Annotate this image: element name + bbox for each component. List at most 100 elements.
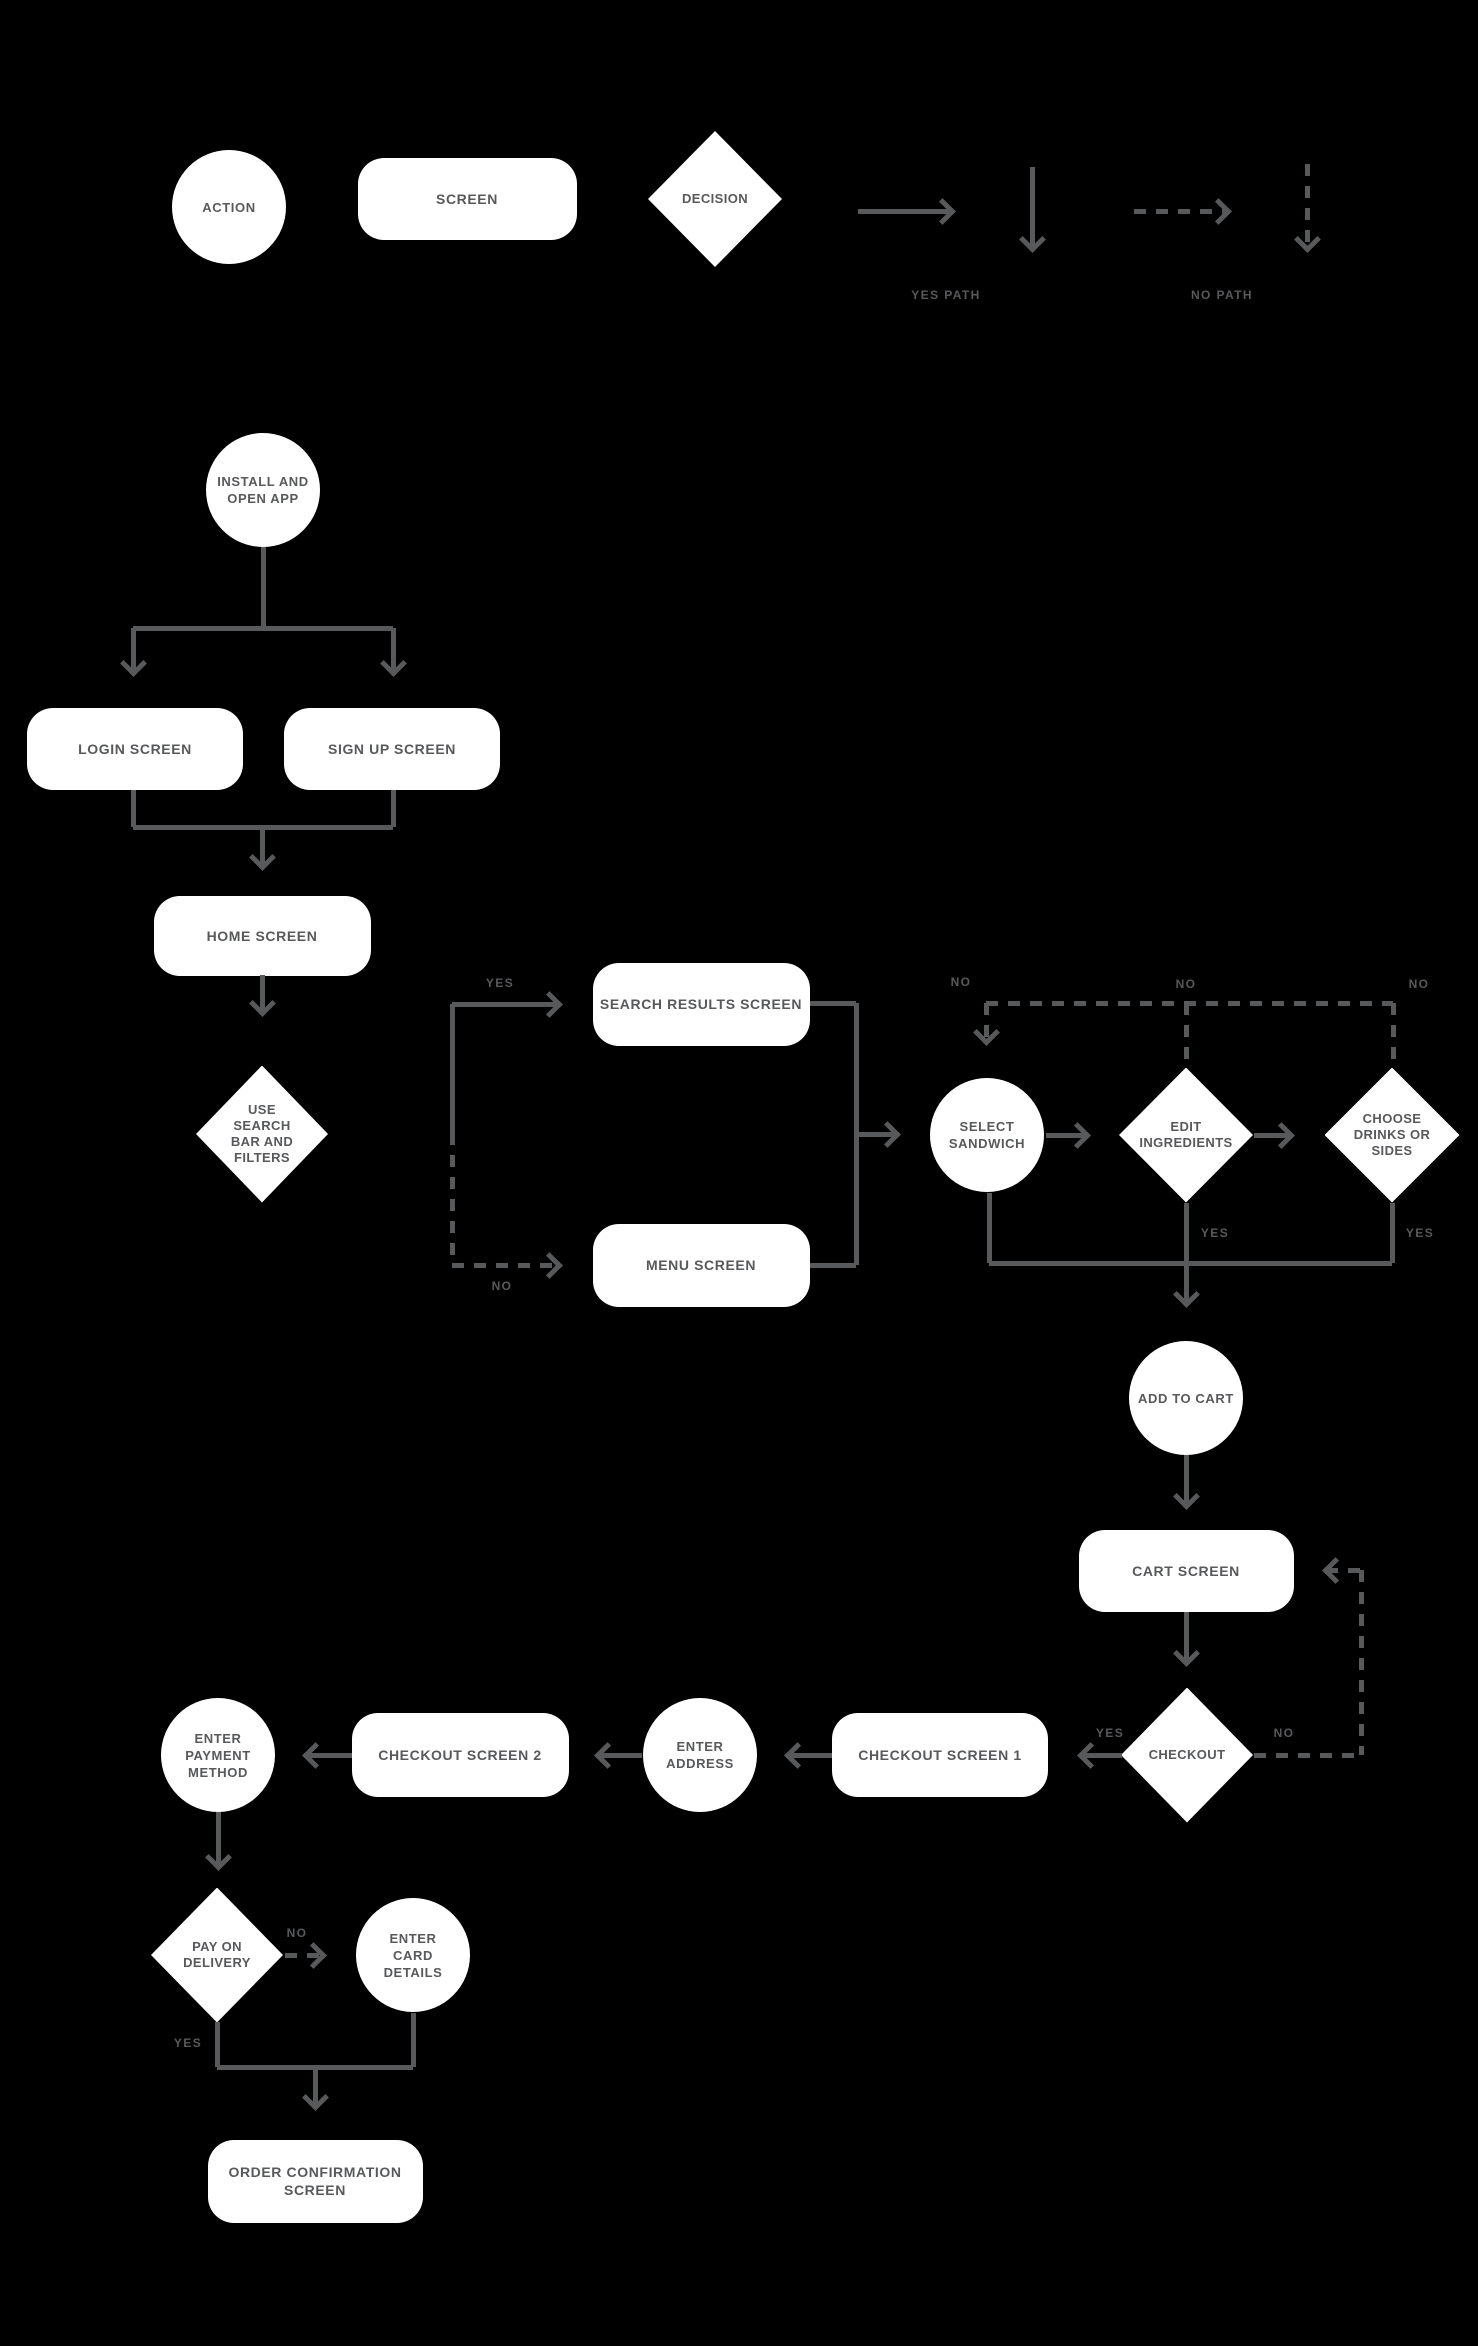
arrowhead-icon (379, 649, 407, 677)
arrowhead-icon (301, 2083, 329, 2111)
arrowhead-icon (535, 990, 563, 1018)
arrowhead-icon (1063, 1121, 1091, 1149)
solid-connector (1046, 1132, 1086, 1138)
arrowhead-icon (248, 989, 276, 1017)
no-label-select: NO (950, 975, 972, 989)
node-enter-address: ENTER ADDRESS (643, 1698, 757, 1812)
legend-decision-shape: DECISION (648, 131, 782, 267)
arrowhead-icon (535, 1251, 563, 1279)
node-select-sandwich: SELECT SANDWICH (930, 1078, 1044, 1192)
node-cart-screen: CART SCREEN (1078, 1530, 1294, 1612)
solid-connector (410, 2013, 416, 2067)
solid-connector (1389, 1203, 1395, 1263)
yes-label-pay: YES (173, 2036, 203, 2050)
solid-connector (858, 208, 950, 214)
solid-connector (986, 1193, 992, 1263)
node-add-to-cart: ADD TO CART (1129, 1341, 1243, 1455)
yes-label-choose: YES (1405, 1226, 1435, 1240)
no-label-edit: NO (1175, 977, 1197, 991)
no-label-pay: NO (286, 1926, 308, 1940)
node-pay-on-delivery: PAY ON DELIVERY (151, 1887, 283, 2023)
solid-connector (1183, 1203, 1189, 1303)
solid-connector (856, 1131, 896, 1137)
arrowhead-icon (1172, 1639, 1200, 1667)
dashed-connector (983, 1003, 989, 1041)
arrowhead-icon (1018, 225, 1046, 253)
no-label-search: NO (491, 1279, 513, 1293)
node-menu-screen: MENU SCREEN (592, 1223, 810, 1307)
dashed-connector (986, 1000, 1393, 1006)
dashed-connector (1134, 208, 1228, 214)
arrowhead-icon (1293, 225, 1321, 253)
dashed-connector (1358, 1570, 1364, 1755)
arrowhead-icon (1172, 1482, 1200, 1510)
node-signup-screen: SIGN UP SCREEN (284, 708, 500, 790)
solid-connector (810, 1000, 856, 1006)
node-enter-payment: ENTER PAYMENT METHOD (161, 1698, 275, 1812)
arrowhead-icon (873, 1120, 901, 1148)
solid-connector (452, 1001, 558, 1007)
solid-connector (259, 827, 265, 866)
dashed-connector (285, 1952, 322, 1958)
node-checkout-decision: CHECKOUT (1121, 1687, 1253, 1823)
solid-connector (1183, 1612, 1189, 1662)
node-edit-ingredients: EDIT INGREDIENTS (1119, 1067, 1253, 1203)
node-use-search-bar: USE SEARCH BAR AND FILTERS (196, 1065, 328, 1203)
no-label-checkout: NO (1273, 1726, 1295, 1740)
solid-connector (1254, 1132, 1290, 1138)
dashed-connector (1254, 1752, 1361, 1758)
arrowhead-icon (204, 1843, 232, 1871)
solid-connector (215, 1812, 221, 1866)
arrowhead-icon (248, 843, 276, 871)
solid-connector (130, 628, 136, 672)
arrowhead-icon (593, 1741, 621, 1769)
node-install-open-app: INSTALL AND OPEN APP (206, 433, 320, 547)
legend-action-shape: ACTION (172, 150, 286, 264)
node-search-results: SEARCH RESULTS SCREEN (592, 962, 810, 1046)
node-checkout-screen-1: CHECKOUT SCREEN 1 (832, 1713, 1048, 1797)
arrowhead-icon (299, 1941, 327, 1969)
solid-connector (1183, 1455, 1189, 1505)
solid-connector (390, 790, 396, 827)
arrowhead-icon (1172, 1280, 1200, 1308)
node-checkout-screen-2: CHECKOUT SCREEN 2 (351, 1713, 569, 1797)
solid-connector (306, 1752, 352, 1758)
solid-connector (214, 2022, 220, 2067)
solid-connector (312, 2067, 318, 2106)
arrowhead-icon (928, 197, 956, 225)
solid-connector (133, 625, 393, 631)
solid-connector (259, 975, 265, 1012)
no-label-choose: NO (1408, 977, 1430, 991)
solid-connector (810, 1262, 856, 1268)
yes-label-edit: YES (1200, 1226, 1230, 1240)
solid-connector (1081, 1752, 1122, 1758)
arrowhead-icon (1076, 1741, 1104, 1769)
dashed-connector (1390, 1003, 1396, 1066)
legend-no-path-label: NO PATH (1190, 288, 1254, 302)
dashed-connector (1304, 164, 1310, 248)
dashed-connector (452, 1262, 558, 1268)
arrowhead-icon (1321, 1556, 1349, 1584)
arrowhead-icon (783, 1741, 811, 1769)
node-login-screen: LOGIN SCREEN (27, 708, 243, 790)
arrowhead-icon (119, 649, 147, 677)
solid-connector (449, 1004, 455, 1133)
yes-label-checkout: YES (1095, 1726, 1125, 1740)
solid-connector (788, 1752, 832, 1758)
node-order-confirmation: ORDER CONFIRMATION SCREEN (207, 2139, 423, 2223)
arrowhead-icon (301, 1741, 329, 1769)
solid-connector (390, 628, 396, 672)
arrowhead-icon (1267, 1121, 1295, 1149)
solid-connector (598, 1752, 642, 1758)
legend-yes-path-label: YES PATH (911, 288, 981, 302)
arrowhead-icon (1204, 197, 1232, 225)
node-choose-drinks: CHOOSE DRINKS OR SIDES (1324, 1067, 1460, 1203)
dashed-connector (1183, 1003, 1189, 1066)
node-enter-card: ENTER CARD DETAILS (356, 1898, 470, 2012)
node-home-screen: HOME SCREEN (153, 896, 371, 976)
arrowhead-icon (972, 1018, 1000, 1046)
solid-connector (260, 547, 266, 628)
solid-connector (989, 1260, 1392, 1266)
solid-connector (1029, 167, 1035, 248)
